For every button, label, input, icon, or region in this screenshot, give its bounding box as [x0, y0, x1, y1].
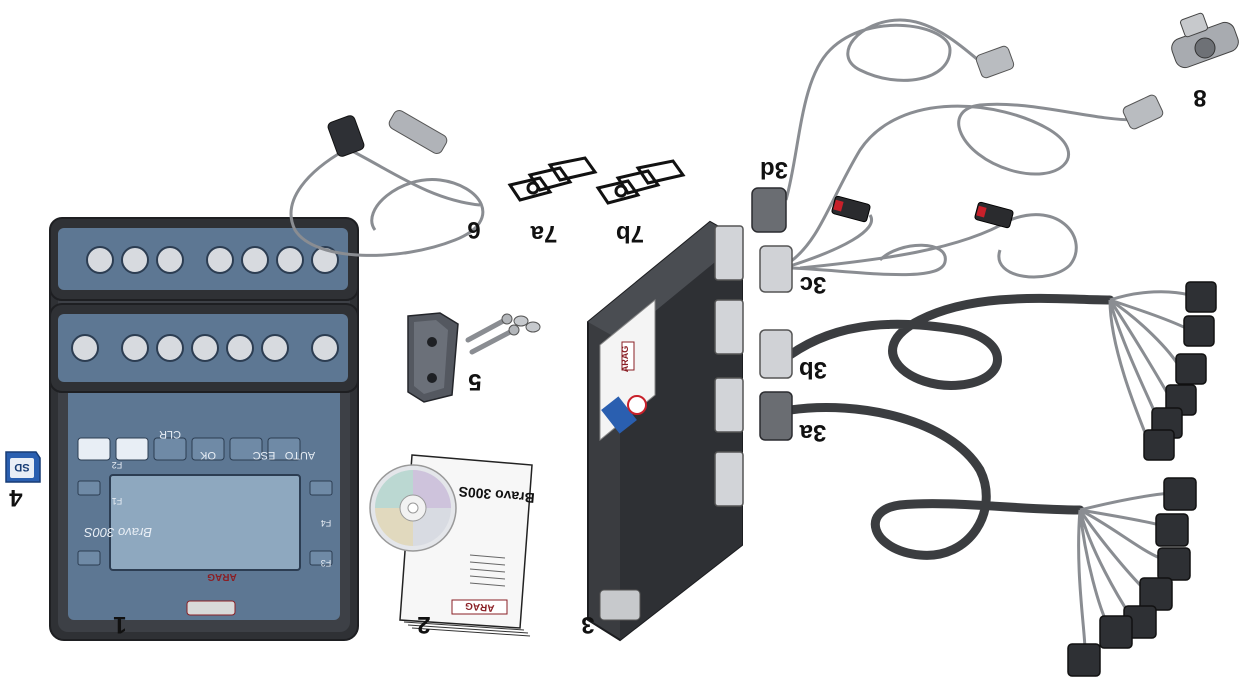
console-unit: [49, 217, 359, 641]
sd-card: [5, 451, 41, 483]
cable-3a: [759, 391, 1197, 677]
console-model-label: Bravo 300S: [84, 525, 152, 540]
esc-key: [229, 437, 263, 461]
decal-7b: [595, 159, 686, 205]
f1-key-label: F1: [112, 496, 123, 506]
ok-key: [191, 437, 225, 461]
callout-1: 1: [113, 611, 126, 638]
pressure-sensor: [1171, 12, 1239, 69]
f2-key-label: F2: [112, 460, 123, 470]
clr-key-label: CLR: [159, 428, 181, 440]
callout-7b: 7b: [616, 220, 644, 247]
callout-3a: 3a: [799, 419, 826, 446]
mounting-screws: [465, 313, 541, 355]
sd-card-label: SD: [14, 461, 29, 473]
software-cd: [369, 464, 457, 552]
ok-key-label: OK: [199, 449, 216, 461]
auto-key: [267, 437, 301, 461]
console-display: [109, 474, 301, 571]
down-key: [115, 437, 149, 461]
mounting-bracket: [407, 312, 459, 403]
switch-row-upper: [86, 246, 339, 274]
f4-key-label: F4: [321, 518, 332, 528]
callout-6: 6: [467, 216, 480, 243]
control-unit: [587, 220, 744, 642]
callout-3c: 3c: [800, 271, 827, 298]
f3-key-label: F3: [321, 558, 332, 568]
callout-3b: 3b: [799, 356, 827, 383]
callout-2: 2: [417, 611, 430, 638]
callout-7a: 7a: [530, 220, 557, 247]
cable-3c: [759, 94, 1164, 293]
auto-key-label: AUTO: [284, 449, 315, 461]
decal-7a: [507, 156, 598, 202]
esc-key-label: ESC: [253, 449, 276, 461]
manual-brand-logo: ARAG: [464, 600, 495, 614]
console-brand-logo: ARAG: [207, 571, 237, 582]
callout-5: 5: [468, 368, 481, 395]
cable-3d: [751, 18, 1015, 233]
callout-3d: 3d: [760, 156, 788, 183]
speed-sensor-cable: [289, 110, 485, 257]
control-unit-brand-logo: ARAG: [620, 346, 630, 373]
up-key: [77, 437, 111, 461]
clr-key: [153, 437, 187, 461]
switch-row-lower: [71, 334, 339, 362]
cable-3b: [759, 281, 1217, 461]
callout-4: 4: [9, 484, 23, 511]
callout-3: 3: [581, 611, 594, 638]
callout-8: 8: [1193, 84, 1206, 111]
manual-title: Bravo 300S: [458, 484, 535, 507]
